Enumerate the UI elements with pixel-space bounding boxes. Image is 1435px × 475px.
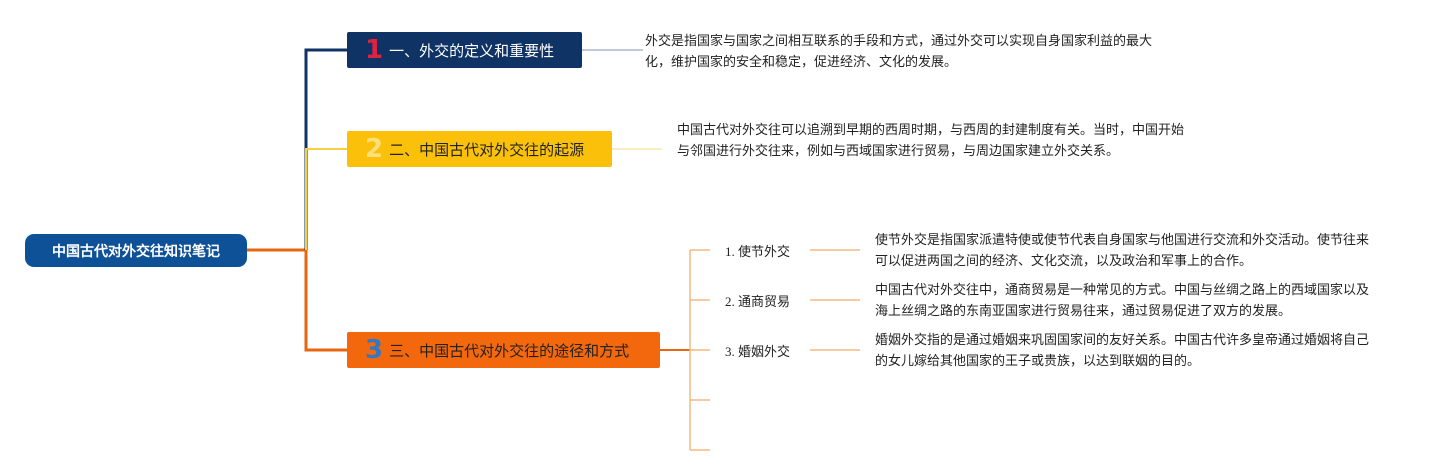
- sub-note-3: 婚姻外交指的是通过婚姻来巩固国家间的友好关系。中国古代许多皇帝通过婚姻将自己的女…: [875, 333, 1370, 369]
- branch-number-1: 1: [365, 35, 384, 65]
- sub-node-1[interactable]: 1. 使节外交: [725, 244, 791, 259]
- sub-node-2[interactable]: 2. 通商贸易: [725, 294, 791, 309]
- sub-node-3[interactable]: 3. 婚姻外交: [725, 344, 791, 359]
- branch-number-3: 3: [365, 335, 384, 365]
- branch3-connector: [304, 250, 347, 352]
- sub-note-1: 使节外交是指国家派遣特使或使节代表自身国家与他国进行交流和外交活动。使节往来可以…: [875, 233, 1370, 269]
- branch-note-1: 外交是指国家与国家之间相互联系的手段和方式，通过外交可以实现自身国家利益的最大化…: [645, 34, 1153, 70]
- branch-note-2: 中国古代对外交往可以追溯到早期的西周时期，与西周的封建制度有关。当时，中国开始与…: [677, 123, 1185, 159]
- branch-number-2: 2: [365, 134, 384, 164]
- branch-label-2: 二、中国古代对外交往的起源: [389, 140, 585, 159]
- branch-node-3[interactable]: 3 三、中国古代对外交往的途径和方式: [347, 332, 660, 368]
- branch2-connector: [305, 148, 347, 250]
- branch-label-3: 三、中国古代对外交往的途径和方式: [389, 341, 630, 360]
- sub-note-2: 中国古代对外交往中，通商贸易是一种常见的方式。中国与丝绸之路上的西域国家以及海上…: [875, 283, 1370, 319]
- root-label: 中国古代对外交往知识笔记: [52, 243, 220, 260]
- branch-node-2[interactable]: 2 二、中国古代对外交往的起源: [347, 131, 612, 167]
- branch-node-1[interactable]: 1 一、外交的定义和重要性: [347, 32, 582, 68]
- root-node[interactable]: 中国古代对外交往知识笔记: [25, 234, 247, 267]
- branch-label-1: 一、外交的定义和重要性: [389, 41, 555, 60]
